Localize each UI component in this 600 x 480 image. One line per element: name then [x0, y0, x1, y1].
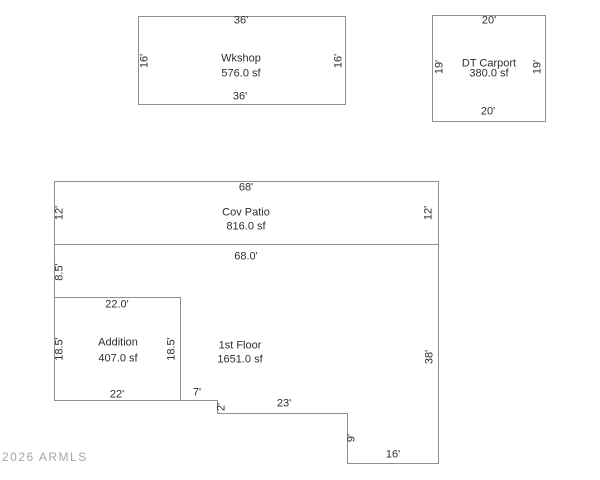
carport-top-dimension: 20': [481, 14, 497, 27]
workshop-left-dimension: 16': [138, 53, 151, 69]
first-floor-bottom-left-dimension: 7': [192, 386, 202, 399]
workshop-outline: [138, 16, 346, 105]
addition-top-dimension: 22.0': [105, 298, 129, 311]
addition-label: Addition: [98, 336, 138, 349]
first-floor-left-upper-dimension: 8.5': [53, 263, 66, 281]
patio-left-dimension: 12': [53, 205, 66, 221]
patio-right-dimension: 12': [422, 205, 435, 221]
addition-divider-line: [54, 297, 181, 401]
first-floor-label: 1st Floor: [218, 339, 262, 352]
armls-watermark: 2026 ARMLS: [2, 450, 88, 464]
patio-bottom-dimension: 68.0': [234, 250, 258, 263]
first-floor-bottom-mid-dimension: 23': [276, 397, 292, 410]
addition-left-dimension: 18.5': [53, 337, 66, 361]
workshop-area: 576.0 sf: [221, 67, 261, 80]
line-group: [54, 15, 546, 464]
first-floor-bottom-right-dimension: 16': [385, 448, 401, 461]
workshop-top-dimension: 36': [233, 14, 249, 27]
first-floor-right-dimension: 38': [423, 349, 436, 365]
first-floor-area: 1651.0 sf: [217, 353, 263, 366]
workshop-right-dimension: 16': [332, 53, 345, 69]
first-floor-step-right-dimension: 9': [345, 433, 358, 443]
carport-label: DT Carport: [461, 57, 517, 70]
patio-top-dimension: 68': [238, 181, 254, 194]
carport-left-dimension: 19': [433, 59, 446, 75]
carport-area: 380.0 sf: [469, 67, 509, 80]
main-building-outline: [54, 181, 439, 464]
patio-label: Cov Patio: [222, 206, 270, 219]
workshop-label: Wkshop: [221, 52, 261, 65]
addition-bottom-dimension: 22': [109, 388, 125, 401]
addition-right-dimension: 18.5': [165, 337, 178, 361]
addition-area: 407.0 sf: [98, 352, 138, 365]
workshop-bottom-dimension: 36': [232, 90, 248, 103]
patio-area: 816.0 sf: [226, 220, 266, 233]
first-floor-step-left-dimension: 2': [215, 402, 228, 412]
carport-right-dimension: 19': [531, 59, 544, 75]
carport-bottom-dimension: 20': [480, 105, 496, 118]
carport-outline: [432, 15, 546, 122]
